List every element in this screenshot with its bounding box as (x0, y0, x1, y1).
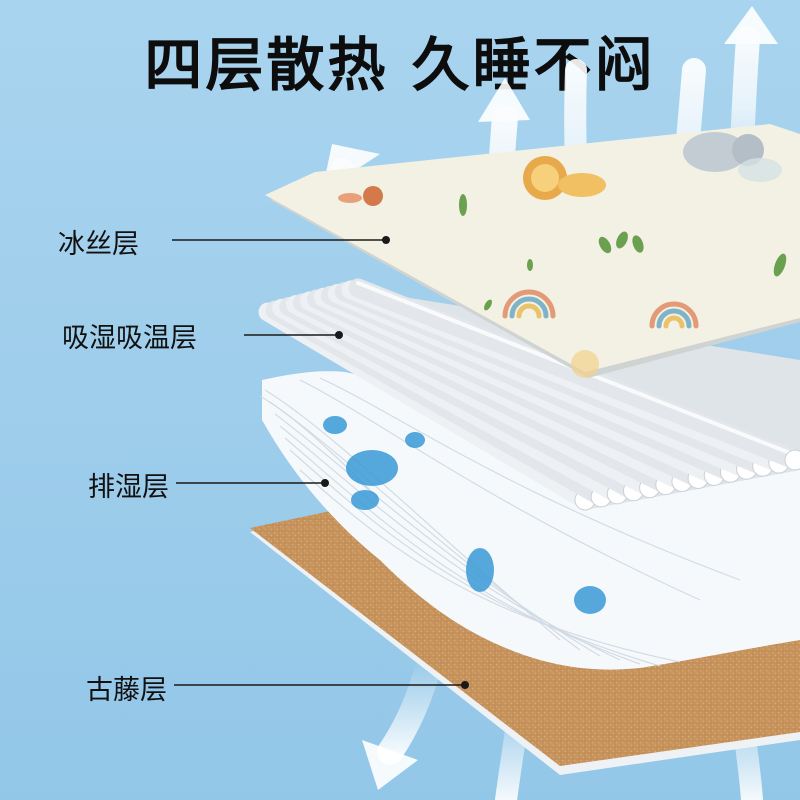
rainbow-motif (502, 289, 699, 329)
layer-label-rattan: 古藤层 (86, 675, 167, 706)
fox-motif (338, 186, 383, 206)
absorb-tube-end (784, 449, 800, 471)
callout-lines (172, 239, 464, 686)
elephant-motif (683, 132, 782, 182)
layer-label-drain: 排湿层 (88, 472, 169, 503)
layer-label-absorb: 吸湿吸温层 (62, 323, 197, 354)
layer-label-ice-silk: 冰丝层 (58, 229, 139, 260)
leaf-motif (459, 194, 787, 311)
lion-motif (523, 156, 606, 200)
ice-silk-layer (265, 124, 800, 378)
callout-dots (321, 236, 469, 689)
